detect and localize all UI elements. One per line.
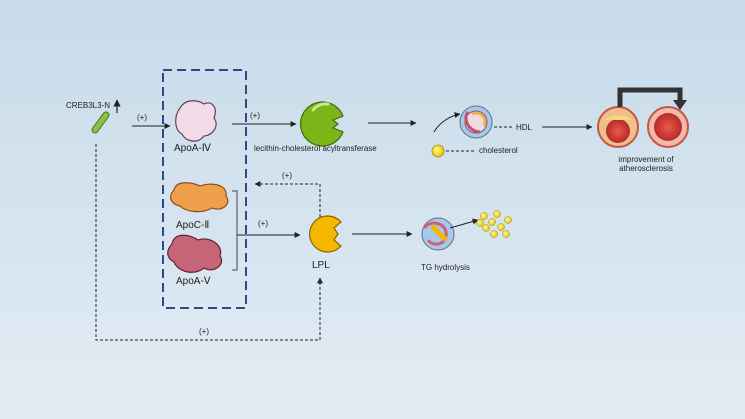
gene-icon (91, 111, 110, 134)
hdl-label: HDL (516, 123, 533, 132)
apoa5-protein-icon (167, 234, 223, 273)
dashed-arrow-lpl-to-apoc2 (254, 181, 321, 217)
plus-apo-lpl: (+) (258, 219, 268, 228)
healthy-vessel-icon (647, 106, 689, 148)
improvement-arrow-icon (617, 87, 683, 107)
arrow-into-hdl (433, 112, 461, 133)
apoc2-protein-icon (170, 182, 229, 213)
plus-gene-lpl: (+) (199, 327, 209, 336)
apoa4-label: ApoA-Ⅳ (174, 143, 212, 154)
gene-label: CREB3L3-N (66, 101, 111, 110)
arrow-tg-to-fatty-acids (449, 218, 479, 229)
tg-hydrolysis-label: TG hydrolysis (421, 263, 470, 272)
diseased-vessel-icon (597, 106, 639, 148)
fatty-acids-icon (476, 210, 512, 238)
apo-group-bracket (232, 190, 238, 271)
lcat-label: lecithin-cholesterol acyltransferase (254, 144, 377, 153)
plus-gene-apoa4: (+) (137, 113, 147, 122)
outcome-label-line1: improvement of (618, 155, 674, 164)
plus-lpl-apoc2: (+) (282, 171, 292, 180)
plus-apoa4-lcat: (+) (250, 111, 260, 120)
lpl-label: LPL (312, 260, 330, 271)
apolipoprotein-box (162, 69, 247, 309)
outcome-label-line2: atherosclerosis (619, 164, 673, 173)
dashed-arrow-gene-to-lpl (95, 144, 323, 341)
cholesterol-icon (431, 144, 445, 158)
tg-particle-icon (421, 217, 455, 251)
lpl-enzyme-icon (309, 215, 342, 253)
lcat-enzyme-icon (299, 101, 344, 147)
apoc2-label: ApoC-Ⅱ (176, 220, 210, 231)
cholesterol-label: cholesterol (479, 146, 518, 155)
apoa4-protein-icon (175, 100, 217, 142)
apoa5-label: ApoA-Ⅴ (176, 276, 211, 287)
outcome-label: improvement of atherosclerosis (596, 155, 696, 173)
hdl-particle-icon (459, 105, 493, 139)
